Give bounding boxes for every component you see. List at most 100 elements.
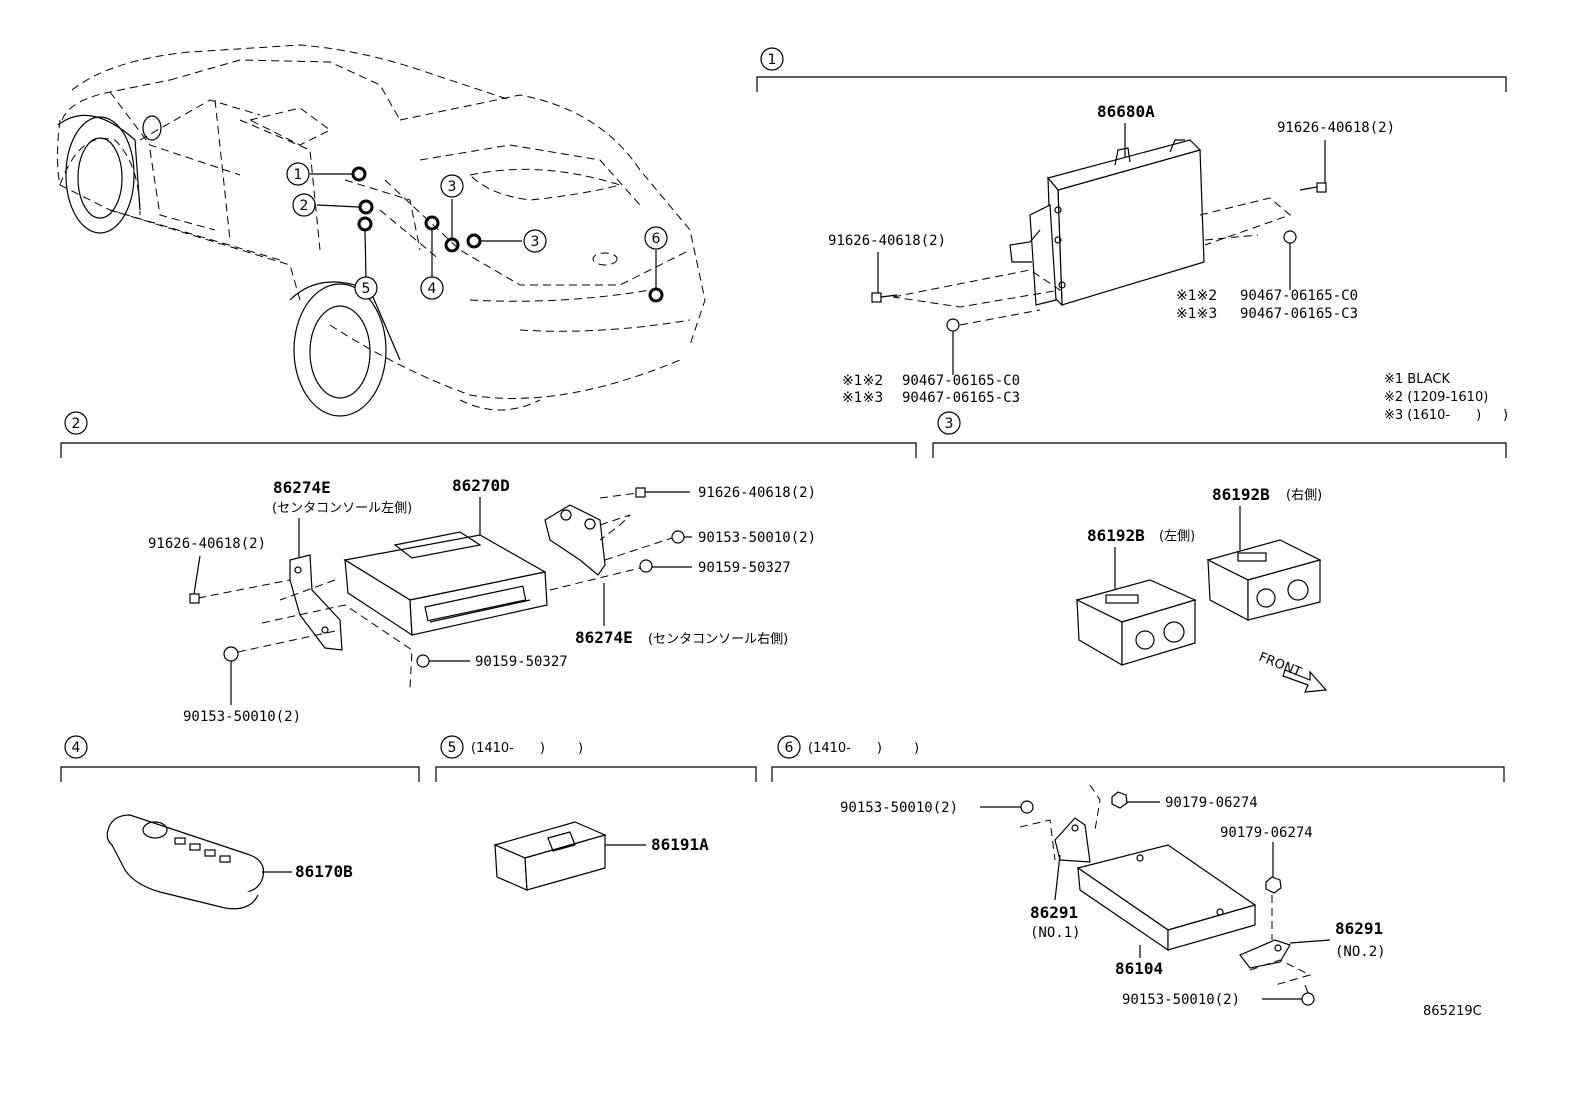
car-callout: 3: [440, 174, 464, 198]
svg-text:3: 3: [945, 416, 954, 432]
bolt-icon: [635, 487, 690, 498]
part-label-86191A: 86191A: [651, 835, 709, 854]
bolt-icon: [871, 292, 898, 303]
part-label-bolt-l: 91626-40618(2): [828, 233, 946, 249]
section-5: 5 (1410- ) ) 86191A: [435, 735, 757, 891]
svg-text:4: 4: [72, 740, 81, 756]
svg-text:3: 3: [448, 179, 457, 195]
part-label-screw-bc: 90159-50327: [475, 654, 568, 670]
part-label-screw-r1: 90153-50010(2): [698, 530, 816, 546]
module-86191A: [493, 821, 607, 891]
part-label-bolt-l: 91626-40618(2): [148, 536, 266, 552]
part-label-86270D: 86270D: [452, 476, 510, 495]
section-4: 4 86170B: [60, 735, 420, 910]
bracket-left: [289, 554, 343, 651]
svg-text:): ): [1503, 408, 1508, 423]
svg-text:1: 1: [294, 167, 303, 183]
section-bracket: [60, 766, 420, 782]
navigation-unit-86680A: [1009, 139, 1205, 307]
part-label-bracket-r: 86274E: [575, 628, 633, 647]
section-number-4: [64, 735, 88, 759]
part-label-bolt-tr: 91626-40618(2): [1277, 120, 1395, 136]
svg-text:1: 1: [768, 52, 777, 68]
note-mark: ※1※3: [1176, 306, 1217, 322]
bracket-right: [544, 504, 606, 576]
note-mark: ※1※3: [842, 390, 883, 406]
section-3: 3 86192B (右側) 86192B (左側) FRO: [932, 411, 1507, 693]
part-label-screw-r2: 90159-50327: [698, 560, 791, 576]
svg-text:3: 3: [531, 234, 540, 250]
switch-unit-left: [1075, 579, 1197, 667]
svg-text:6: 6: [652, 231, 661, 247]
screw-icon: [639, 559, 692, 573]
note-mark: ※1※2: [1176, 288, 1217, 304]
section-number-6: [777, 735, 801, 759]
car-illustration: 1 2 5 4 3 3 6: [57, 44, 706, 417]
part-label-nut-r: 90179-06274: [1220, 825, 1313, 841]
part-label-bracket-no2: 86291: [1335, 919, 1383, 938]
svg-text:(左側): (左側): [1159, 529, 1195, 544]
part-label-bracket-no1: 86291: [1030, 903, 1078, 922]
screw-icon: [671, 530, 692, 544]
svg-text:(NO.1): (NO.1): [1030, 925, 1081, 941]
section-bracket: [771, 766, 1505, 782]
bracket-no1: [1054, 817, 1091, 863]
svg-text:※3 (1610- ): ※3 (1610- ): [1384, 408, 1481, 423]
svg-text:5: 5: [448, 740, 457, 756]
svg-text:※2 (1209-1610): ※2 (1209-1610): [1384, 390, 1488, 405]
svg-text:4: 4: [428, 281, 437, 297]
car-callout: 1: [286, 162, 310, 186]
clip-icon: [946, 318, 960, 375]
svg-text:(NO.2): (NO.2): [1335, 944, 1386, 960]
nut-icon: [1111, 791, 1160, 809]
bracket-no2: [1239, 939, 1291, 969]
svg-text:※1 BLACK: ※1 BLACK: [1384, 372, 1450, 387]
car-callout: 5: [354, 276, 378, 300]
screw-icon: [416, 654, 470, 668]
section-number-1: [760, 47, 784, 71]
part-label-bracket-l: 86274E: [273, 478, 331, 497]
section-6: 6 (1410- ) ) 86104 86291 (NO.1) 86291 (N…: [771, 735, 1505, 1008]
svg-text:(センタコンソール右側): (センタコンソール右側): [648, 632, 788, 647]
remote-control: [106, 814, 265, 910]
section-bracket: [435, 766, 757, 782]
legend: ※1 BLACK ※2 (1209-1610) ※3 (1610- ) ): [1384, 372, 1508, 423]
svg-text:(センタコンソール左側): (センタコンソール左側): [272, 501, 412, 516]
part-label-clip-b1: 90467-06165-C0: [902, 373, 1020, 389]
part-label-switch-left: 86192B: [1087, 526, 1145, 545]
section-2: 2 86270D 86274E (センタコンソール左側) 86274E: [60, 411, 917, 725]
svg-text:(1410- ): (1410- ): [808, 741, 882, 756]
section-number-2: [64, 411, 88, 435]
note-mark: ※1※2: [842, 373, 883, 389]
audio-unit-86270D: [343, 531, 548, 637]
svg-text:(1410- ): (1410- ): [471, 741, 545, 756]
part-label-clip-r2: 90467-06165-C3: [1240, 306, 1358, 322]
screw-icon: [980, 800, 1034, 814]
section-1: 1 86680A 91626-40618(2): [756, 47, 1507, 406]
part-label-nut-t: 90179-06274: [1165, 795, 1258, 811]
section-number-5: [440, 735, 464, 759]
car-callout: 6: [644, 226, 668, 250]
section-number-3: [937, 411, 961, 435]
clip-icon: [1283, 230, 1297, 290]
nut-icon: [1265, 842, 1282, 894]
svg-text:): ): [914, 741, 919, 756]
module-86104: [1076, 844, 1257, 952]
part-label-screw-b: 90153-50010(2): [1122, 992, 1240, 1008]
svg-text:): ): [578, 741, 583, 756]
car-callout: 4: [420, 276, 444, 300]
part-label-screw-tl: 90153-50010(2): [840, 800, 958, 816]
part-label-screw-bl: 90153-50010(2): [183, 709, 301, 725]
svg-text:5: 5: [362, 281, 371, 297]
svg-text:FRONT: FRONT: [1257, 650, 1304, 681]
svg-text:2: 2: [300, 198, 309, 214]
car-callout: 2: [292, 193, 316, 217]
svg-text:6: 6: [785, 740, 794, 756]
section-bracket: [756, 76, 1507, 92]
section-bracket: [60, 442, 917, 458]
part-label-remote: 86170B: [295, 862, 353, 881]
section-bracket: [932, 442, 1507, 458]
car-callout: 3: [523, 229, 547, 253]
bolt-icon: [1299, 182, 1327, 193]
